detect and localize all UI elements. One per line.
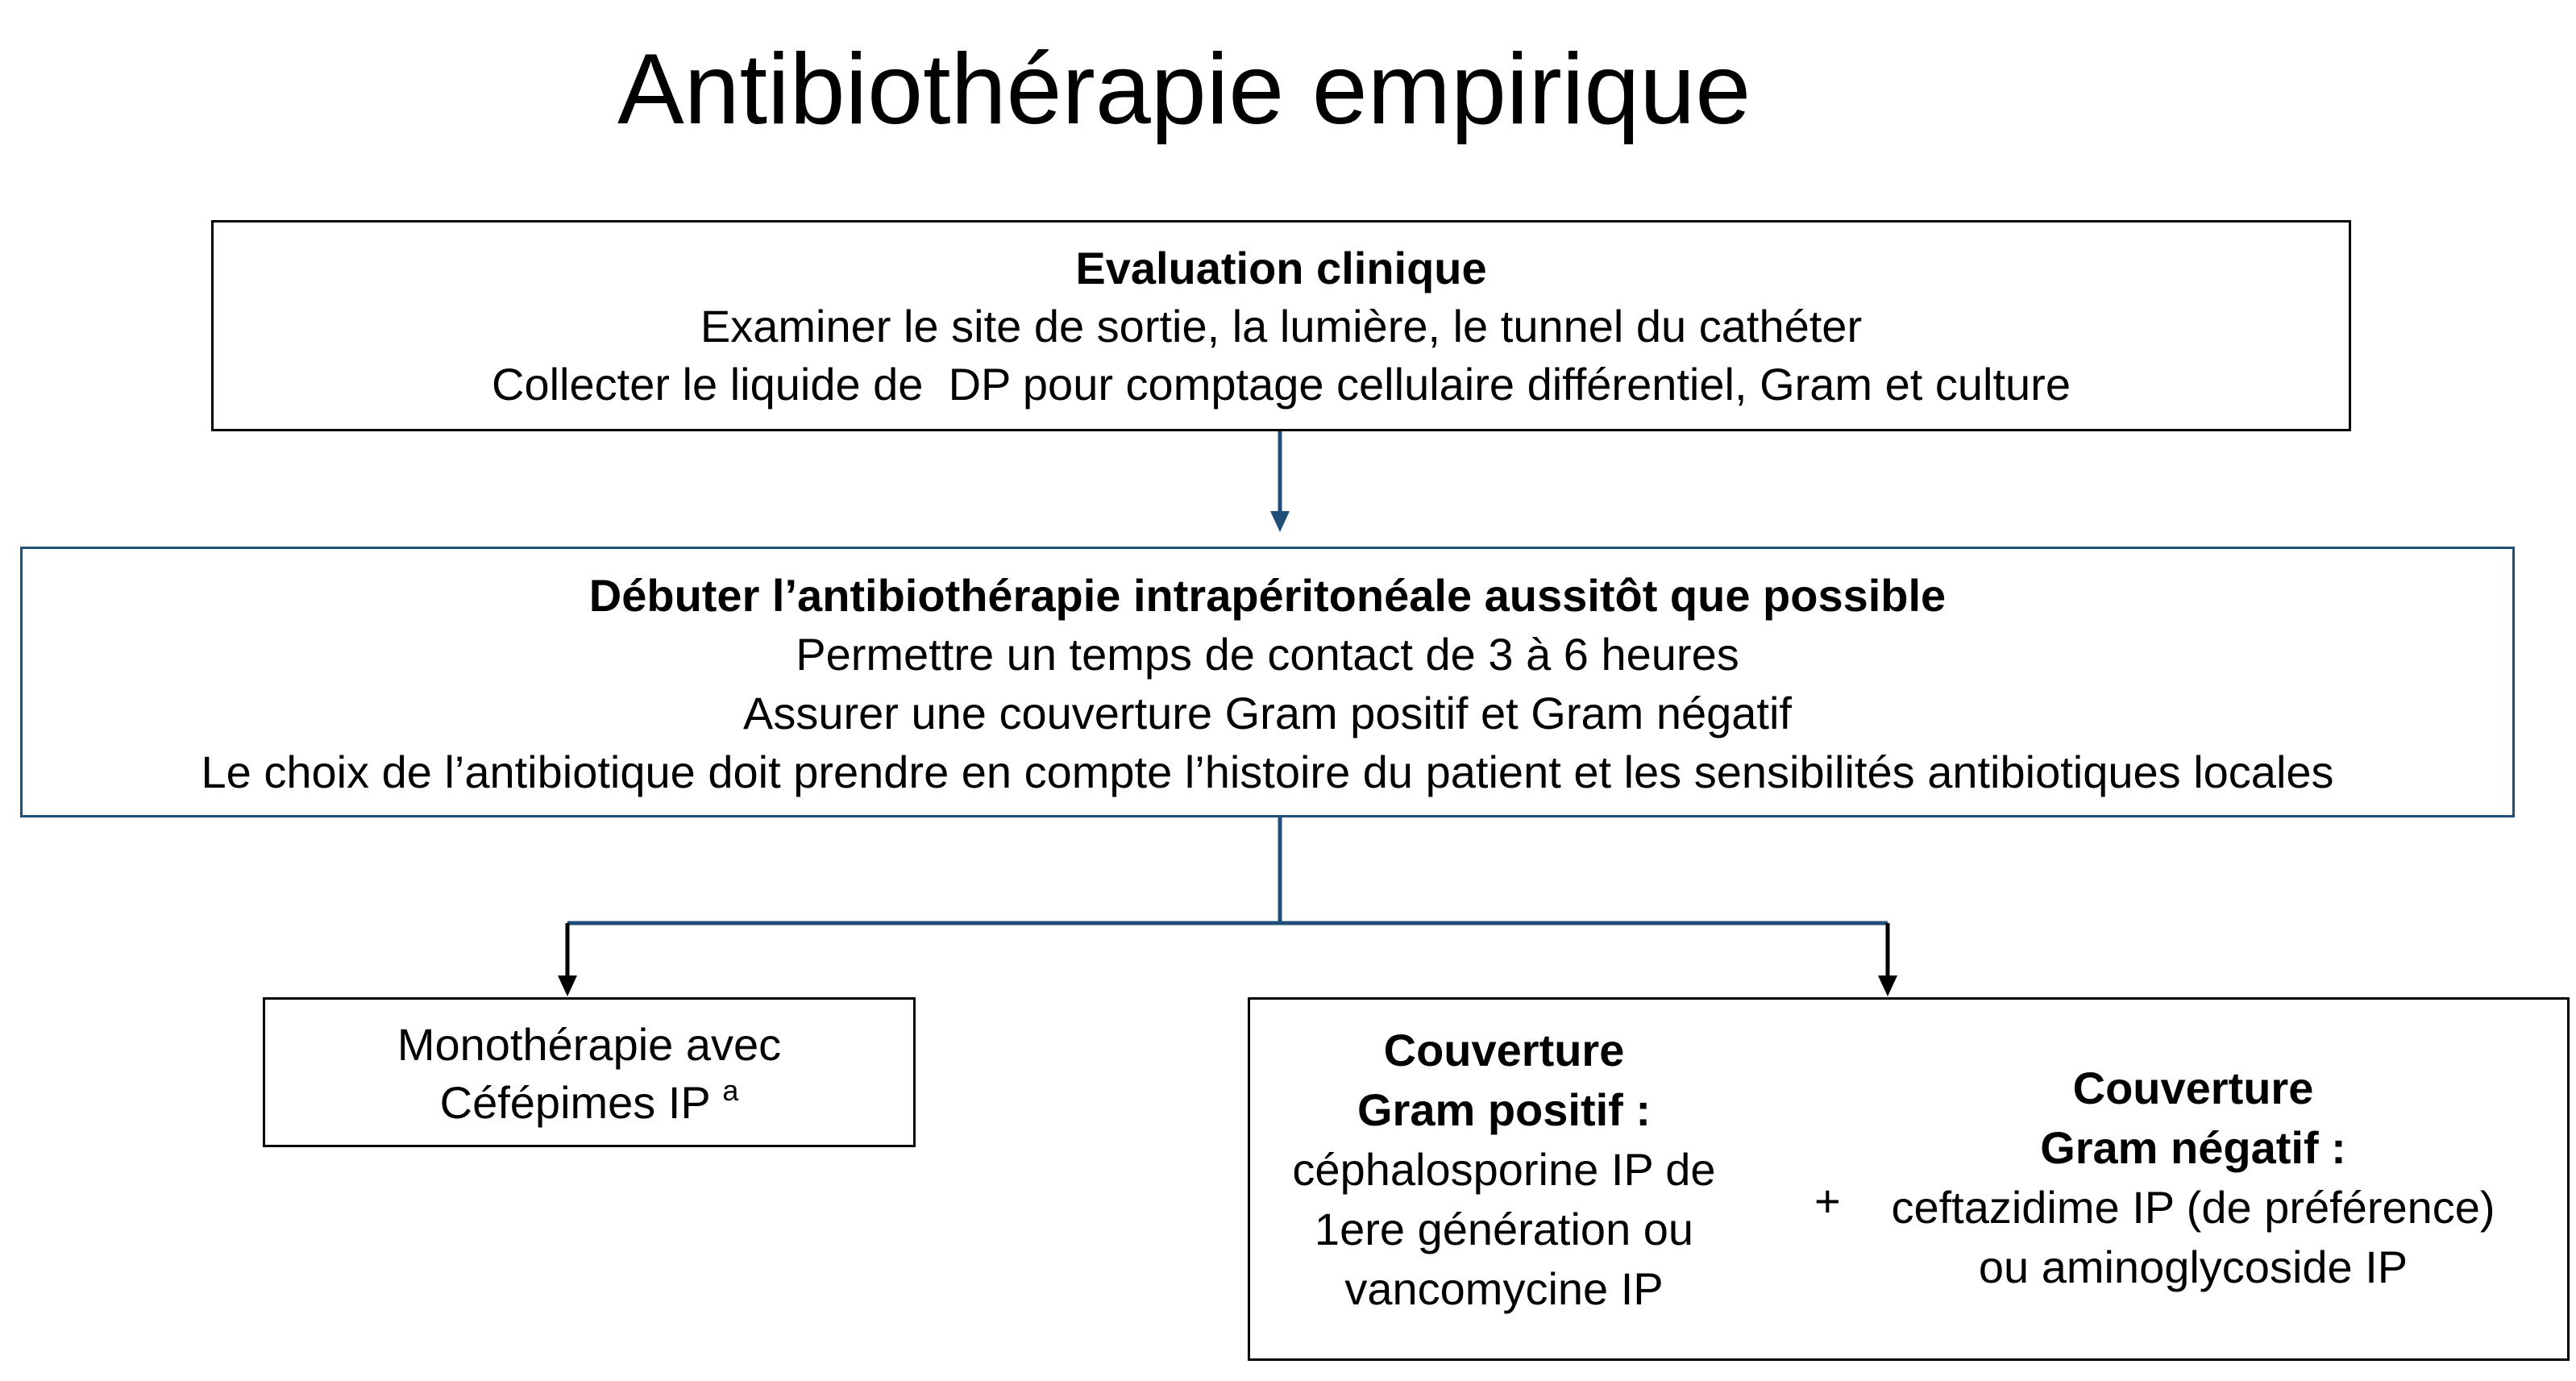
start-therapy-line-2: Assurer une couverture Gram positif et G… — [743, 688, 1792, 738]
monotherapy-line-2: Céfépimes IP a — [265, 1074, 913, 1132]
monotherapy-box: Monothérapie avec Céfépimes IP a — [263, 997, 916, 1147]
clinical-evaluation-line-2: Collecter le liquide de DP pour comptage… — [492, 359, 2071, 410]
page-title: Antibiothérapie empirique — [617, 34, 1751, 145]
arrowhead-to-monotherapy — [558, 975, 577, 996]
gram-negative-heading-1: Couverture — [2072, 1063, 2314, 1113]
start-therapy-box: Débuter l’antibiothérapie intrapéritonéa… — [20, 547, 2515, 817]
combination-therapy-box: Couverture Gram positif : céphalosporine… — [1248, 997, 2570, 1361]
gram-negative-line-2: ou aminoglycoside IP — [1978, 1242, 2408, 1292]
start-therapy-line-3: Le choix de l’antibiotique doit prendre … — [201, 747, 2334, 797]
gram-positive-heading-1: Couverture — [1383, 1025, 1625, 1075]
clinical-evaluation-box: Evaluation clinique Examiner le site de … — [211, 220, 2351, 431]
arrowhead-to-start — [1270, 511, 1290, 532]
start-therapy-line-1: Permettre un temps de contact de 3 à 6 h… — [796, 629, 1739, 680]
footnote-marker: a — [722, 1074, 739, 1107]
start-therapy-heading: Débuter l’antibiothérapie intrapéritonéa… — [588, 570, 1947, 621]
gram-positive-coverage: Couverture Gram positif : céphalosporine… — [1250, 1021, 1758, 1319]
clinical-evaluation-line-1: Examiner le site de sortie, la lumière, … — [700, 301, 1863, 351]
gram-positive-line-3: vancomycine IP — [1344, 1263, 1664, 1314]
clinical-evaluation-heading: Evaluation clinique — [1075, 243, 1487, 293]
gram-positive-line-1: céphalosporine IP de — [1292, 1144, 1716, 1195]
plus-sign: + — [1814, 1175, 1841, 1226]
gram-negative-heading-2: Gram négatif : — [2040, 1122, 2346, 1173]
gram-positive-heading-2: Gram positif : — [1357, 1084, 1652, 1135]
gram-negative-coverage: Couverture Gram négatif : ceftazidime IP… — [1806, 1059, 2576, 1297]
monotherapy-line-1: Monothérapie avec — [397, 1019, 782, 1070]
arrowhead-to-combination — [1878, 975, 1897, 996]
monotherapy-drug: Céfépimes IP — [439, 1077, 710, 1128]
gram-negative-line-1: ceftazidime IP (de préférence) — [1891, 1182, 2495, 1233]
gram-positive-line-2: 1ere génération ou — [1314, 1204, 1694, 1254]
